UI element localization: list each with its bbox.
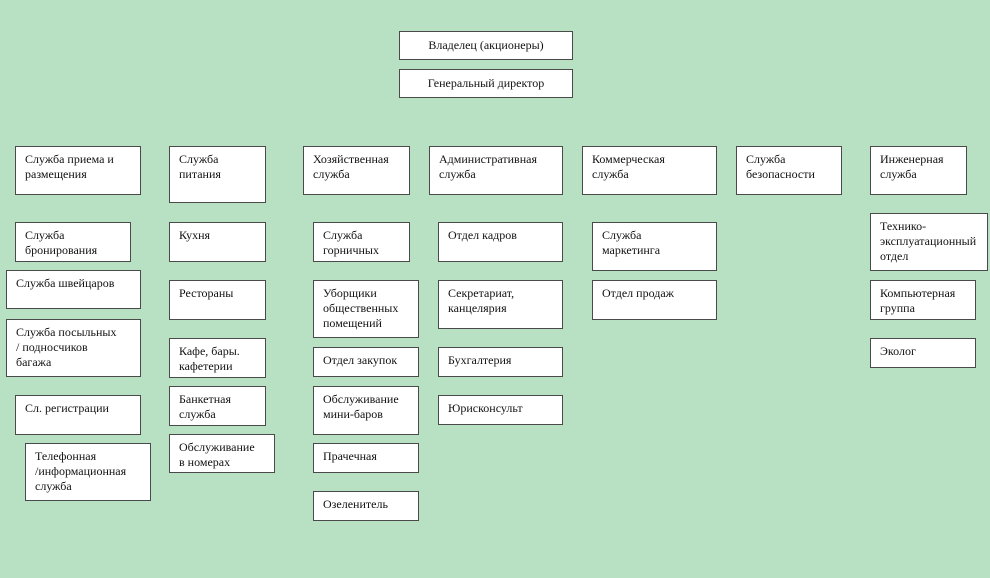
dept-commercial: Коммерческая служба — [582, 146, 717, 195]
food-kitchen: Кухня — [169, 222, 266, 262]
food-banquet: Банкетная служба — [169, 386, 266, 426]
engineering-computer: Компьютерная группа — [870, 280, 976, 320]
food-cafes: Кафе, бары. кафетерии — [169, 338, 266, 378]
housekeeping-gardener: Озеленитель — [313, 491, 419, 521]
admin-accounting: Бухгалтерия — [438, 347, 563, 377]
housekeeping-cleaners: Уборщики общественных помещений — [313, 280, 419, 338]
reception-bellboys: Служба посыльных / подносчиков багажа — [6, 319, 141, 377]
reception-doormen: Служба швейцаров — [6, 270, 141, 309]
engineering-technical: Технико- эксплуатационный отдел — [870, 213, 988, 271]
food-restaurants: Рестораны — [169, 280, 266, 320]
commercial-marketing: Служба маркетинга — [592, 222, 717, 271]
housekeeping-purchasing: Отдел закупок — [313, 347, 419, 377]
housekeeping-laundry: Прачечная — [313, 443, 419, 473]
dept-food: Служба питания — [169, 146, 266, 203]
reception-telephone: Телефонная /информационная служба — [25, 443, 151, 501]
dept-housekeeping: Хозяйственная служба — [303, 146, 410, 195]
director-box: Генеральный директор — [399, 69, 573, 98]
dept-reception: Служба приема и размещения — [15, 146, 141, 195]
reception-booking: Служба бронирования — [15, 222, 131, 262]
dept-engineering: Инженерная служба — [870, 146, 967, 195]
dept-security: Служба безопасности — [736, 146, 842, 195]
admin-legal: Юрисконсульт — [438, 395, 563, 425]
dept-admin: Административная служба — [429, 146, 563, 195]
owner-box: Владелец (акционеры) — [399, 31, 573, 60]
admin-hr: Отдел кадров — [438, 222, 563, 262]
engineering-ecologist: Эколог — [870, 338, 976, 368]
housekeeping-minibar: Обслуживание мини-баров — [313, 386, 419, 435]
housekeeping-maids: Служба горничных — [313, 222, 410, 262]
reception-registration: Сл. регистрации — [15, 395, 141, 435]
food-room-service: Обслуживание в номерах — [169, 434, 275, 473]
admin-secretariat: Секретариат, канцелярия — [438, 280, 563, 329]
commercial-sales: Отдел продаж — [592, 280, 717, 320]
